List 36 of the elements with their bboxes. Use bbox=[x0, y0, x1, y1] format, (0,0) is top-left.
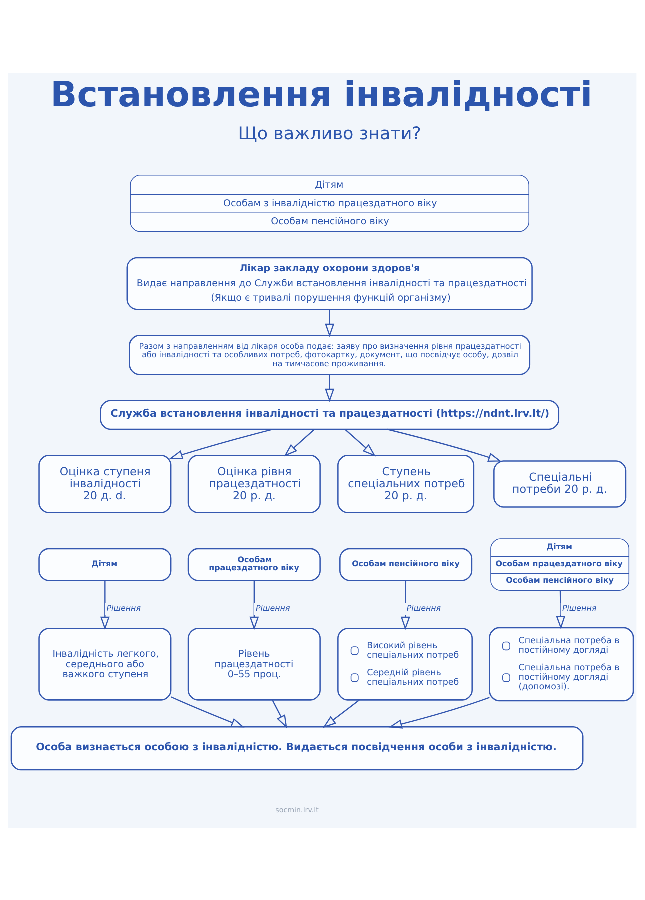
node-box: Разом з направленням від лікаря особа подає: заяву про визначення рівня працездатності або інвалідності та особливих потреб, фотокартку, документ, що посвідчує особу, дозвіл на тимчасове проживання. bbox=[129, 334, 531, 375]
node-box: Інвалідність легкого, середнього або важкого ступеня bbox=[38, 628, 172, 700]
node-box: Оцінка ступеня інвалідності 20 д. d. bbox=[38, 454, 172, 513]
edge-label: Рішення bbox=[406, 603, 442, 612]
node-box: Спеціальна потреба в постійному догляді Спеціальна потреба в постійному догляді (допомозі). bbox=[489, 626, 634, 702]
arrow bbox=[250, 580, 260, 630]
node-box: Лікар закладу охорони здоров'я Видає направлення до Служби встановлення інвалідності та працездатності (Якщо є тривалі порушення функцій організму) bbox=[126, 256, 533, 310]
label: Що важливо знати? bbox=[238, 124, 422, 144]
edge-label: Рішення bbox=[562, 603, 597, 612]
arrow bbox=[100, 580, 110, 630]
arrow bbox=[387, 428, 502, 462]
arrow bbox=[388, 696, 490, 728]
arrow bbox=[170, 696, 245, 728]
edge-label: Рішення bbox=[256, 603, 290, 612]
label: socmin.lrv.lt bbox=[276, 804, 319, 814]
arrow bbox=[556, 590, 566, 630]
node-box: Спеціальні потреби 20 р. д. bbox=[494, 460, 627, 508]
node-box: Рівень працездатності 0–55 проц. bbox=[188, 628, 321, 700]
diagram-title: Встановлення інвалідності bbox=[50, 75, 593, 116]
arrow bbox=[400, 580, 410, 630]
node-box: Служба встановлення інвалідності та працездатності (https://ndnt.lrv.lt/) bbox=[100, 400, 560, 430]
arrow bbox=[169, 428, 274, 459]
arrow bbox=[325, 309, 335, 337]
edge-label: Рішення bbox=[106, 603, 141, 612]
arrow bbox=[325, 374, 335, 402]
node-box: Особам працездатного віку bbox=[188, 548, 321, 581]
node-box: Оцінка рівня працездатності 20 р. д. bbox=[188, 454, 321, 513]
node-box: Особа визнається особою з інвалідністю. Видається посвідчення особи з інвалідністю. bbox=[10, 726, 584, 770]
arrow bbox=[284, 428, 315, 456]
node-box: Особам пенсійного віку bbox=[340, 548, 473, 581]
arrow bbox=[322, 699, 360, 728]
arrow bbox=[272, 700, 288, 728]
arrow bbox=[344, 428, 376, 456]
node-box: Ступень спеціальних потреб 20 р. д. bbox=[338, 454, 475, 513]
node-box: Високий рівень спеціальних потреб Середній рівень спеціальних потреб bbox=[338, 628, 473, 700]
node-box: Дітям bbox=[38, 548, 172, 581]
